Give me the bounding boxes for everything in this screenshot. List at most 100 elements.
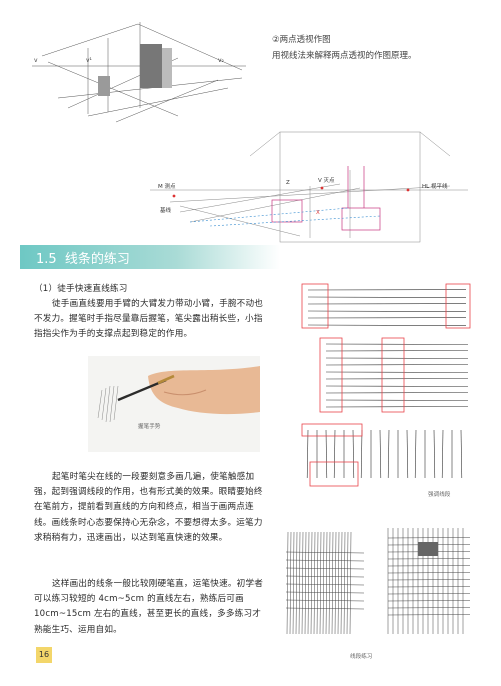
practice-line bbox=[331, 531, 334, 635]
practice-line bbox=[285, 583, 365, 586]
practice-line bbox=[325, 343, 469, 345]
v-point-label: V 灭点 bbox=[318, 177, 335, 184]
emphasis-frame bbox=[301, 423, 363, 437]
practice-line bbox=[304, 531, 307, 635]
practice-line bbox=[316, 531, 319, 635]
practice-line bbox=[387, 614, 471, 616]
practice-line bbox=[313, 531, 316, 635]
emphasis-frame bbox=[445, 283, 471, 329]
practice-line bbox=[387, 565, 471, 567]
practice-line bbox=[325, 371, 469, 373]
section-name: 线条的练习 bbox=[64, 252, 130, 267]
practice-line bbox=[307, 296, 467, 298]
practice-caption: 线段练习 bbox=[350, 654, 373, 660]
page-number: 16 bbox=[36, 647, 52, 663]
base-line-label: 基线 bbox=[160, 206, 172, 214]
subsection-heading: （1）徒手快速直线练习 bbox=[34, 284, 128, 294]
paragraph-1: 徒手画直线要用手臂的大臂发力带动小臂，手腕不动也不发力。握笔时手指尽量靠后握笔，… bbox=[34, 299, 264, 340]
practice-line bbox=[325, 357, 469, 359]
practice-shade bbox=[418, 542, 438, 556]
practice-line bbox=[285, 599, 365, 602]
m-point-label: M 测点 bbox=[158, 182, 176, 190]
practice-line bbox=[387, 558, 471, 560]
two-point-perspective-diagram: M 测点 V 灭点 HL 视平线 Z 基线 X bbox=[150, 126, 468, 244]
z-label: Z bbox=[286, 180, 290, 186]
sketch-right-mark: v₂ bbox=[218, 57, 225, 64]
practice-line bbox=[289, 531, 292, 635]
figure-heading: ②两点透视作图 bbox=[272, 35, 331, 45]
practice-line bbox=[352, 429, 355, 479]
emphasis-frame bbox=[381, 337, 405, 413]
section-title: 1.5 线条的练习 bbox=[36, 248, 130, 267]
emphasis-caption: 强调线段 bbox=[428, 492, 451, 498]
practice-line bbox=[306, 429, 309, 479]
paragraph-2: 起笔时笔尖在线的一段要刻意多画几遍，使笔触感加强，起到强调线段的作用，也有形式美… bbox=[34, 472, 263, 543]
practice-line bbox=[334, 531, 337, 635]
practice-line bbox=[333, 429, 336, 479]
practice-line bbox=[441, 429, 444, 479]
practice-line bbox=[387, 429, 390, 479]
practice-line bbox=[325, 364, 469, 366]
section-band bbox=[20, 245, 280, 269]
paragraph-3: 这样画出的线条一般比较刚硬笔直，运笔快速。初学者可以练习较短的 4cm~5cm … bbox=[34, 579, 264, 635]
practice-line bbox=[337, 531, 340, 635]
x-label: X bbox=[316, 210, 320, 216]
practice-line bbox=[387, 593, 471, 595]
practice-line bbox=[285, 559, 365, 562]
practice-line bbox=[360, 429, 363, 479]
practice-line bbox=[325, 385, 469, 387]
practice-line bbox=[433, 429, 436, 479]
photo-caption: 握笔手势 bbox=[138, 424, 161, 430]
practice-line bbox=[387, 537, 471, 539]
section-number: 1.5 bbox=[36, 252, 57, 267]
practice-line bbox=[387, 600, 471, 602]
practice-line bbox=[387, 607, 471, 609]
line-emphasis-practice: 强调线段 bbox=[296, 282, 476, 502]
practice-line bbox=[285, 607, 365, 610]
sketch-left-mark: v bbox=[34, 57, 38, 64]
practice-line bbox=[292, 531, 295, 635]
practice-line bbox=[301, 531, 304, 635]
practice-line bbox=[414, 429, 417, 479]
practice-line bbox=[406, 429, 409, 479]
perspective-sketch-top: v v₂ v¹ bbox=[28, 18, 250, 126]
practice-line bbox=[387, 579, 471, 581]
practice-line bbox=[307, 324, 467, 326]
sketch-point-mark: v¹ bbox=[86, 57, 93, 64]
practice-line bbox=[349, 531, 352, 635]
practice-line bbox=[307, 310, 467, 312]
hand-photo: 握笔手势 bbox=[88, 356, 260, 452]
hl-label: HL 视平线 bbox=[422, 182, 448, 190]
practice-line bbox=[387, 572, 471, 574]
practice-line bbox=[298, 531, 301, 635]
figure-caption: 用视线法来解释两点透视的作图原理。 bbox=[272, 51, 417, 61]
practice-line bbox=[379, 429, 382, 479]
emphasis-frame bbox=[309, 461, 359, 487]
practice-line bbox=[307, 531, 310, 635]
practice-line bbox=[310, 531, 313, 635]
practice-line bbox=[325, 406, 469, 408]
practice-line bbox=[285, 591, 365, 594]
practice-line bbox=[328, 531, 331, 635]
practice-line bbox=[325, 429, 328, 479]
practice-line bbox=[325, 399, 469, 401]
practice-line bbox=[286, 531, 289, 635]
practice-line bbox=[322, 531, 325, 635]
practice-line bbox=[285, 575, 365, 578]
practice-line bbox=[325, 378, 469, 380]
practice-line bbox=[325, 531, 328, 635]
practice-line bbox=[325, 392, 469, 394]
practice-line bbox=[343, 531, 346, 635]
practice-line bbox=[325, 350, 469, 352]
practice-line bbox=[319, 531, 322, 635]
line-segment-practice: 线段练习 bbox=[284, 522, 474, 662]
practice-line bbox=[295, 531, 298, 635]
practice-line bbox=[340, 531, 343, 635]
emphasis-frame bbox=[319, 337, 343, 413]
practice-line bbox=[285, 567, 365, 570]
emphasis-frame bbox=[301, 283, 329, 329]
practice-line bbox=[387, 586, 471, 588]
practice-line bbox=[285, 551, 365, 554]
practice-line bbox=[346, 531, 349, 635]
practice-line bbox=[460, 429, 463, 479]
